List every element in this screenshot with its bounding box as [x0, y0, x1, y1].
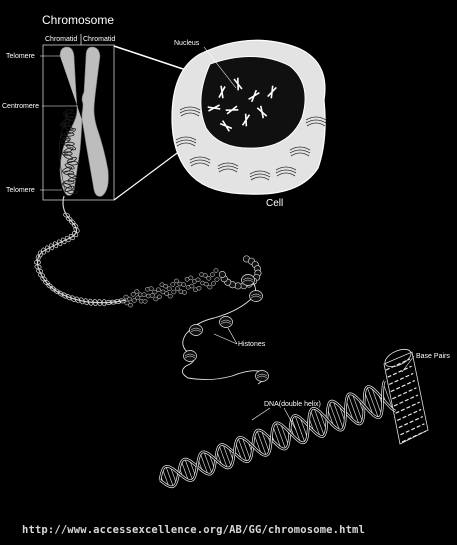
solenoid-bead [208, 285, 212, 289]
chromatin-loop [61, 118, 72, 125]
histones-leader-2 [228, 328, 237, 344]
cell-label: Cell [266, 198, 283, 209]
histones-leader-1 [214, 334, 237, 344]
solenoid-bead [197, 286, 201, 290]
chromosome [59, 47, 108, 196]
solenoid-bead [131, 292, 135, 296]
base-pairs-leader [402, 356, 414, 372]
solenoid-bead [210, 273, 214, 277]
solenoid-bead [175, 287, 179, 291]
solenoid-bead [196, 278, 200, 282]
solenoid-bead [190, 284, 194, 288]
solenoid-fiber [124, 256, 261, 307]
chromosome-body [60, 47, 108, 196]
solenoid-bead [219, 271, 225, 277]
dna-leader-1 [252, 408, 270, 420]
cylinder-outline [384, 352, 428, 444]
base-pair-rungs [386, 359, 426, 442]
solenoid-bead [142, 293, 146, 297]
solenoid-bead [181, 283, 185, 287]
solenoid-bead [214, 269, 218, 273]
solenoid-bead [156, 288, 160, 292]
base-pair-cylinder [382, 346, 428, 444]
chromatin-loop [66, 113, 76, 117]
solenoid-bead [167, 287, 171, 291]
solenoid-bead [143, 299, 147, 303]
solenoid-bead [157, 295, 161, 299]
solenoid-bead [182, 291, 186, 295]
telomere-top-label: Telomere [6, 53, 35, 60]
source-url[interactable]: http://www.accessexcellence.org/AB/GG/ch… [22, 524, 365, 536]
dna-double-helix [160, 381, 396, 487]
cell [172, 40, 326, 194]
histones-label: Histones [238, 341, 266, 348]
chromatin-fiber-coil [34, 212, 126, 306]
solenoid-bead [174, 279, 178, 283]
dna-label: DNA(double helix) [264, 401, 321, 408]
solenoid-bead [171, 282, 175, 286]
solenoid-bead [203, 273, 207, 277]
solenoid-bead [211, 281, 215, 285]
chromatid-right-label: Chromatid [83, 36, 115, 43]
solenoid-bead [128, 303, 132, 307]
solenoid-bead [135, 289, 139, 293]
solenoid-bead [149, 287, 153, 291]
diagram-title: Chromosome [42, 13, 114, 27]
centromere-label: Centromere [2, 103, 39, 110]
solenoid-bead [204, 282, 208, 286]
nucleus-label: Nucleus [174, 40, 200, 47]
solenoid-bead [168, 294, 172, 298]
chromatid-left-label: Chromatid [45, 36, 77, 43]
solenoid-bead [207, 276, 211, 280]
telomere-bottom-label: Telomere [6, 187, 35, 194]
nucleus [201, 56, 305, 148]
solenoid-bead [127, 297, 131, 301]
base-pairs-label: Base Pairs [416, 353, 450, 360]
solenoid-bead [215, 278, 219, 282]
solenoid-bead [189, 276, 193, 280]
chromatin-loop [63, 108, 74, 115]
solenoid-bead [172, 290, 176, 294]
helix-backbone-b-inner [160, 381, 385, 481]
